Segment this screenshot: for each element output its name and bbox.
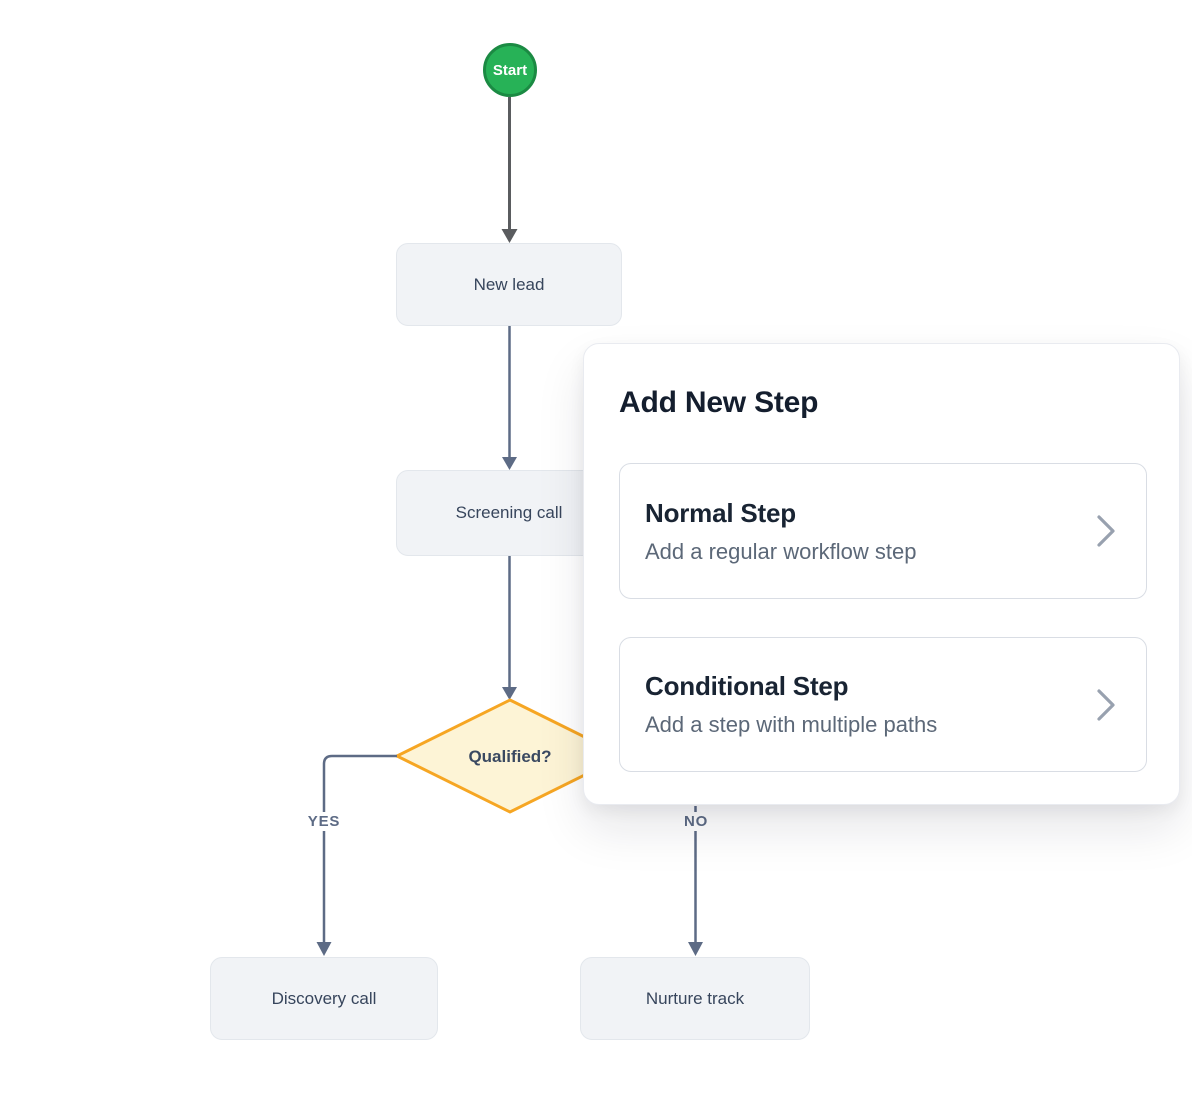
node-new-lead[interactable]: New lead: [396, 243, 622, 326]
option-title: Normal Step: [645, 497, 796, 528]
option-description: Add a step with multiple paths: [645, 712, 938, 737]
node-qualified-label: Qualified?: [468, 747, 552, 766]
modal-title: Add New Step: [619, 386, 819, 419]
node-label: Discovery call: [271, 988, 377, 1008]
edge-new-lead-to-screening: [502, 326, 517, 470]
option-description: Add a regular workflow step: [645, 538, 917, 564]
option-text: Normal Step Add a regular workflow step: [645, 498, 916, 565]
add-new-step-modal: Add New Step Normal Step Add a regular w…: [583, 343, 1180, 805]
conditional-step-option[interactable]: Conditional Step Add a step with multipl…: [619, 637, 1147, 772]
edge-qualified-yes: [316, 754, 397, 956]
node-start-label: Start: [492, 61, 528, 79]
node-start[interactable]: Start: [483, 43, 537, 97]
normal-step-option[interactable]: Normal Step Add a regular workflow step: [619, 463, 1147, 599]
edge-start-to-new-lead: [501, 97, 518, 243]
node-label: Screening call: [455, 503, 563, 522]
edge-label-no: NO: [680, 812, 712, 831]
chevron-right-icon: [1097, 515, 1115, 547]
chevron-right-icon: [1097, 688, 1115, 721]
node-nurture-track[interactable]: Nurture track: [580, 957, 810, 1040]
node-label: Nurture track: [645, 988, 745, 1008]
option-title: Conditional Step: [645, 671, 849, 701]
node-discovery-call[interactable]: Discovery call: [210, 957, 438, 1040]
option-text: Conditional Step Add a step with multipl…: [645, 671, 937, 738]
node-label: New lead: [473, 274, 545, 294]
edge-label-yes: YES: [304, 812, 344, 831]
edge-screening-to-qualified: [502, 556, 517, 700]
